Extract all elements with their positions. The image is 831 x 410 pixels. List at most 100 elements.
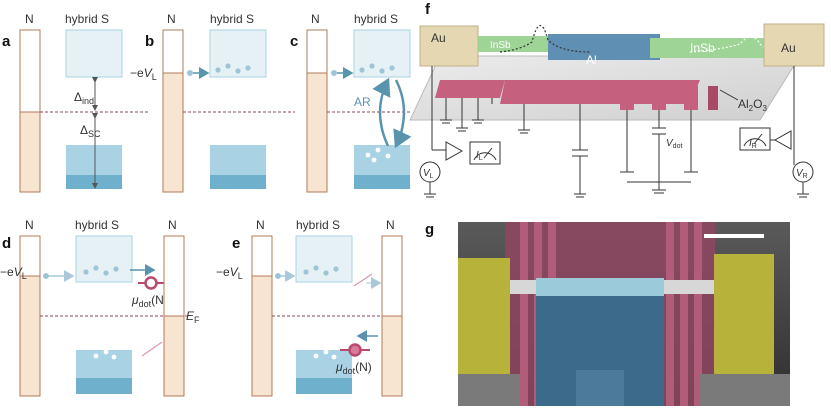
- dot-level-marker: [348, 343, 362, 357]
- bias-label: −eVL: [130, 66, 157, 82]
- lower-band-dark: [76, 378, 132, 394]
- dot-level-marker: [144, 276, 158, 290]
- upper-band: [75, 235, 133, 283]
- panel-f: f Au InSb Al InSb Au Al2O3: [409, 1, 825, 198]
- gate-finger: [435, 80, 505, 98]
- normal-lead-right-filled: [381, 315, 403, 397]
- particle: [113, 266, 119, 272]
- normal-lead-right-filled: [163, 315, 185, 397]
- panel-label-b: b: [145, 33, 154, 50]
- ammeter-dial: [743, 138, 767, 147]
- sem-al-shell: [536, 278, 664, 296]
- particle: [225, 63, 231, 69]
- particle: [331, 354, 337, 360]
- particle: [365, 152, 371, 158]
- amplifier-left: [445, 141, 464, 161]
- hybrid-s-label: hybrid S: [210, 12, 254, 26]
- particle: [313, 353, 319, 359]
- au-label-left: Au: [431, 31, 446, 45]
- particle: [275, 273, 281, 279]
- hybrid-s-label: hybrid S: [75, 218, 119, 232]
- gate-finger: [652, 86, 666, 110]
- wiring: [424, 66, 809, 198]
- insb-label-left: InSb: [490, 40, 511, 51]
- panel-label-c: c: [290, 33, 298, 50]
- particle: [235, 68, 241, 74]
- lead-n-label: N: [256, 218, 265, 232]
- particle: [389, 65, 395, 71]
- panel-d: d N −eVL hybrid S μdot(N) N EF: [0, 218, 200, 397]
- particle: [111, 354, 117, 360]
- normal-lead-filled: [19, 111, 41, 193]
- au-contact-right: [763, 23, 825, 67]
- current-label-right: IR: [749, 138, 757, 150]
- upper-band: [295, 235, 353, 283]
- particle: [359, 67, 365, 73]
- lead-n-right-label: N: [168, 218, 177, 232]
- panel-label-e: e: [232, 235, 240, 252]
- insb-nanowire-left: [478, 36, 560, 52]
- amplifier-right: [773, 130, 792, 150]
- sem-bottom-metal: [458, 374, 520, 406]
- particle: [375, 147, 381, 153]
- gate-finger: [620, 86, 634, 110]
- sem-plunger-lead: [576, 370, 624, 406]
- ammeter-needle: [753, 133, 763, 145]
- voltage-source-right: [792, 161, 814, 183]
- particle: [323, 349, 329, 355]
- dot-level-faint: [353, 273, 373, 287]
- voltage-label-left: VL: [423, 168, 434, 180]
- sem-gate-finger: [520, 222, 528, 406]
- particle: [379, 68, 385, 74]
- normal-lead-filled: [19, 275, 41, 397]
- panel-label-d: d: [2, 235, 11, 252]
- particle: [313, 265, 319, 271]
- particle: [245, 65, 251, 71]
- lead-n-label: N: [25, 12, 34, 26]
- ammeter-dial: [473, 152, 497, 161]
- al-shell: [548, 34, 660, 60]
- bias-label: −eVL: [0, 265, 27, 281]
- panel-c: c N hybrid S AR: [290, 12, 412, 193]
- current-label-left: IL: [476, 150, 483, 162]
- lower-band-dark: [354, 175, 410, 189]
- andreev-arrow-up: [372, 77, 391, 147]
- particle: [103, 349, 109, 355]
- sem-contact-left: [458, 258, 510, 374]
- al-label: Al: [586, 53, 597, 67]
- voltage-source-left: [419, 161, 441, 183]
- normal-lead-filled: [251, 275, 273, 397]
- ar-label: AR: [354, 95, 371, 109]
- au-label-right: Au: [781, 41, 796, 55]
- gate-finger: [708, 86, 718, 110]
- particle: [93, 353, 99, 359]
- particle: [103, 270, 109, 276]
- lead-n-right-label: N: [386, 218, 395, 232]
- wavefunction-left: [499, 24, 591, 53]
- lead-n-label: N: [311, 12, 320, 26]
- particle: [385, 153, 391, 159]
- hybrid-s-label: hybrid S: [296, 218, 340, 232]
- delta-ind-label: Δind: [74, 90, 94, 106]
- dot-level-faint: [141, 341, 163, 357]
- panel-g: g: [425, 221, 790, 406]
- upper-band: [65, 29, 123, 78]
- vdot-label: Vdot: [666, 138, 682, 150]
- particle: [331, 70, 337, 76]
- particle: [333, 266, 339, 272]
- gate-plunger: [500, 80, 700, 104]
- particle: [187, 70, 193, 76]
- hybrid-s-label: hybrid S: [65, 12, 109, 26]
- sem-scale-bar: [704, 234, 764, 238]
- sem-gate-finger: [666, 222, 674, 406]
- ammeter-needle: [483, 147, 493, 159]
- particle: [215, 67, 221, 73]
- voltage-label-right: VR: [796, 168, 808, 180]
- delta-sc-label: ΔSC: [80, 123, 101, 139]
- particle: [371, 157, 377, 163]
- panel-label-a: a: [2, 33, 11, 50]
- panel-label-g: g: [425, 221, 434, 238]
- insb-nanowire-right: [650, 38, 770, 58]
- sem-gate-finger: [694, 222, 702, 406]
